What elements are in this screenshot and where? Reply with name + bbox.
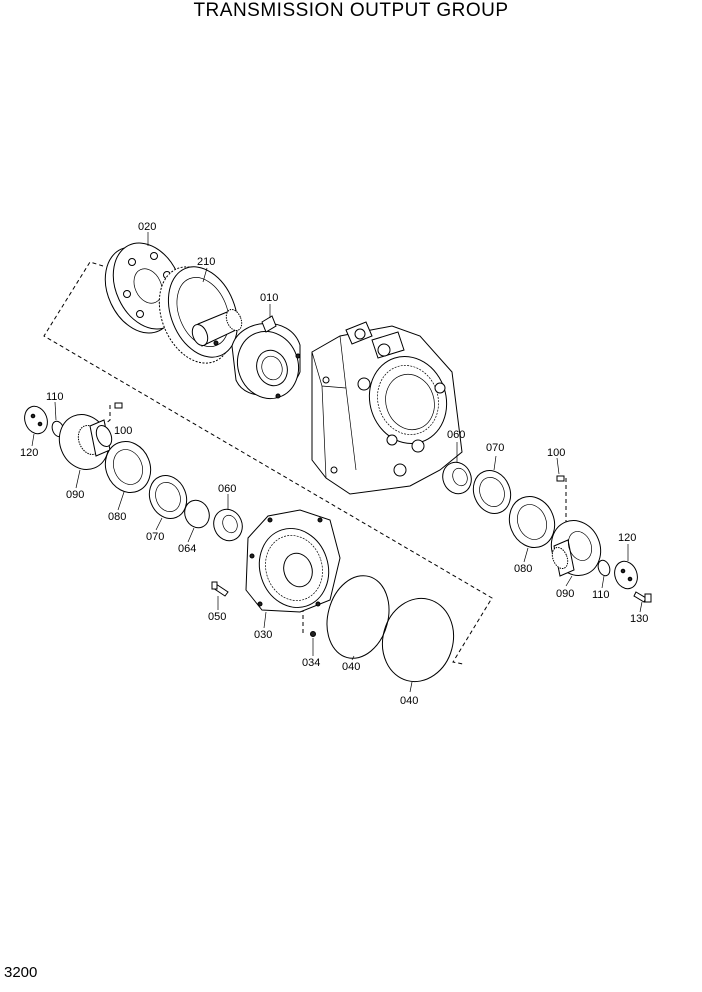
page-title: TRANSMISSION OUTPUT GROUP	[193, 0, 509, 21]
callout-040-large: 040	[400, 695, 418, 707]
part-030-output-housing	[245, 509, 341, 613]
callout-210: 210	[197, 256, 215, 268]
part-060-right-bearing	[442, 461, 472, 495]
callout-030: 030	[254, 629, 272, 641]
callout-110-right: 110	[592, 589, 610, 601]
callout-040-small: 040	[342, 661, 360, 673]
part-010-cover	[231, 315, 301, 400]
callout-060-right: 060	[447, 429, 465, 441]
callout-060-left: 060	[218, 483, 236, 495]
callout-020: 020	[138, 221, 156, 233]
part-130-bolt	[633, 591, 652, 603]
callout-130: 130	[630, 613, 648, 625]
part-034-plug	[310, 631, 316, 637]
part-110-right-oring	[597, 559, 611, 577]
callout-070-right: 070	[486, 442, 504, 454]
part-120-right-cap	[614, 560, 638, 590]
callout-010: 010	[260, 292, 278, 304]
part-080-right-seal	[508, 496, 556, 548]
callout-090-right: 090	[556, 588, 574, 600]
part-080-left-seal	[104, 441, 152, 493]
part-040-oring-small	[326, 575, 390, 659]
assembly-boundary	[43, 261, 493, 665]
callout-120-right: 120	[618, 532, 636, 544]
part-050-bolt	[211, 581, 229, 597]
callout-090-left: 090	[66, 489, 84, 501]
callout-100-left: 100	[114, 425, 132, 437]
part-090-right-flange	[550, 520, 602, 577]
callout-070-left: 070	[146, 531, 164, 543]
callout-100-right: 100	[547, 447, 565, 459]
part-210-gear	[158, 266, 243, 364]
callout-110-left: 110	[46, 391, 64, 403]
callout-080-left: 080	[108, 511, 126, 523]
leader-lines	[31, 232, 643, 693]
part-064-snap-ring	[184, 499, 210, 529]
part-070-left-seal	[148, 475, 188, 519]
part-040-oring-large	[381, 597, 455, 683]
callout-120-left: 120	[20, 447, 38, 459]
callout-050: 050	[208, 611, 226, 623]
part-100-left-bolt	[114, 402, 123, 409]
callout-034: 034	[302, 657, 320, 669]
part-090-left-flange	[58, 414, 113, 470]
callout-080-right: 080	[514, 563, 532, 575]
transmission-housing	[311, 321, 463, 495]
page-number: 3200	[4, 964, 38, 981]
part-100-right-bolt	[556, 475, 565, 482]
callout-064: 064	[178, 543, 196, 555]
part-120-left-cap	[24, 405, 48, 435]
part-060-left-bearing	[213, 508, 243, 542]
part-070-right-seal	[472, 470, 512, 514]
